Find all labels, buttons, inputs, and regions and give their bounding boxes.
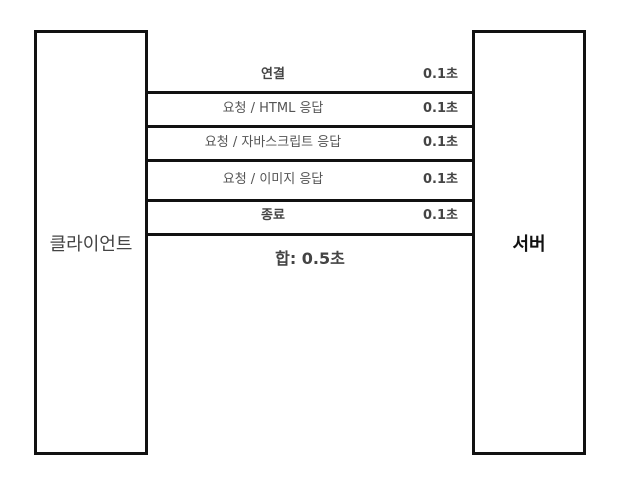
connection-line xyxy=(148,233,472,236)
connection-line xyxy=(148,159,472,162)
step-time: 0.1초 xyxy=(423,135,458,150)
connection-line xyxy=(148,199,472,202)
client-box: 클라이언트 xyxy=(34,30,148,455)
step-label: 요청 / 이미지 응답 xyxy=(222,172,324,187)
step-close: 종료 0.1초 xyxy=(148,206,472,226)
step-label: 종료 xyxy=(261,208,285,223)
server-box: 서버 xyxy=(472,30,586,455)
step-html: 요청 / HTML 응답 0.1초 xyxy=(148,99,472,119)
step-time: 0.1초 xyxy=(423,208,458,223)
step-connect: 연결 0.1초 xyxy=(148,65,472,85)
total-time: 합: 0.5초 xyxy=(275,249,345,268)
step-label: 연결 xyxy=(261,67,285,82)
step-time: 0.1초 xyxy=(423,172,458,187)
step-javascript: 요청 / 자바스크립트 응답 0.1초 xyxy=(148,133,472,153)
step-label: 요청 / HTML 응답 xyxy=(222,101,324,116)
step-image: 요청 / 이미지 응답 0.1초 xyxy=(148,170,472,190)
connection-line xyxy=(148,125,472,128)
step-time: 0.1초 xyxy=(423,101,458,116)
server-label: 서버 xyxy=(512,234,546,255)
client-label: 클라이언트 xyxy=(49,234,133,255)
connection-line xyxy=(148,91,472,94)
step-label: 요청 / 자바스크립트 응답 xyxy=(204,135,342,150)
step-time: 0.1초 xyxy=(423,67,458,82)
